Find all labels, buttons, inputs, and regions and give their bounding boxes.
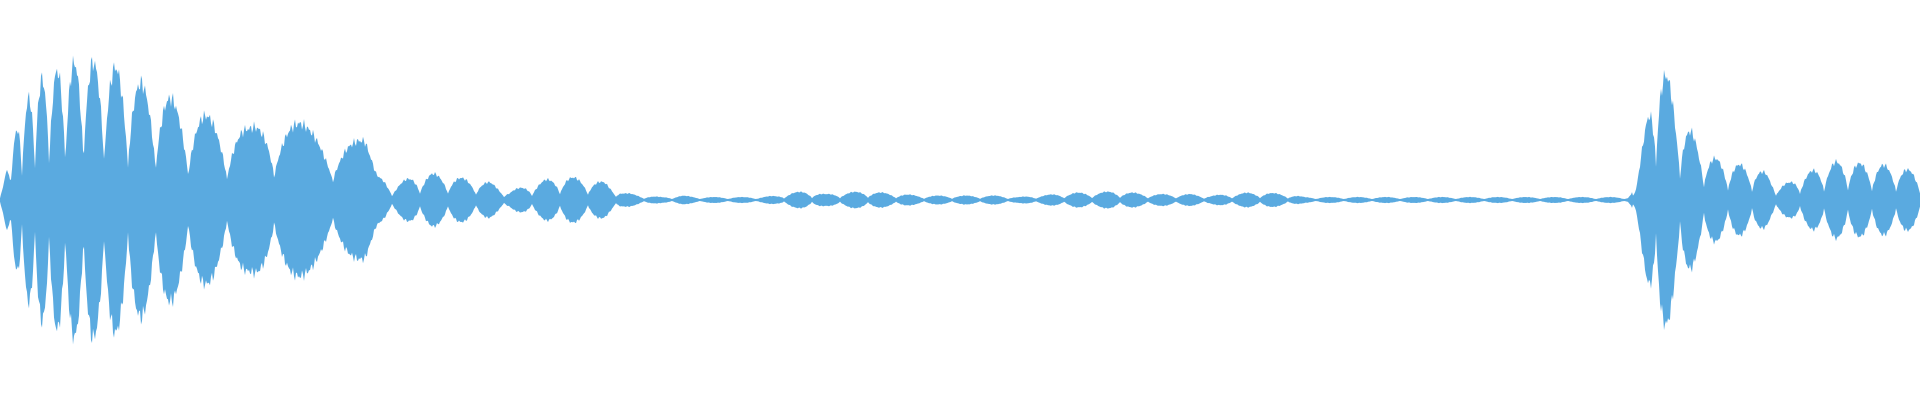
waveform-samples: [0, 55, 1920, 345]
